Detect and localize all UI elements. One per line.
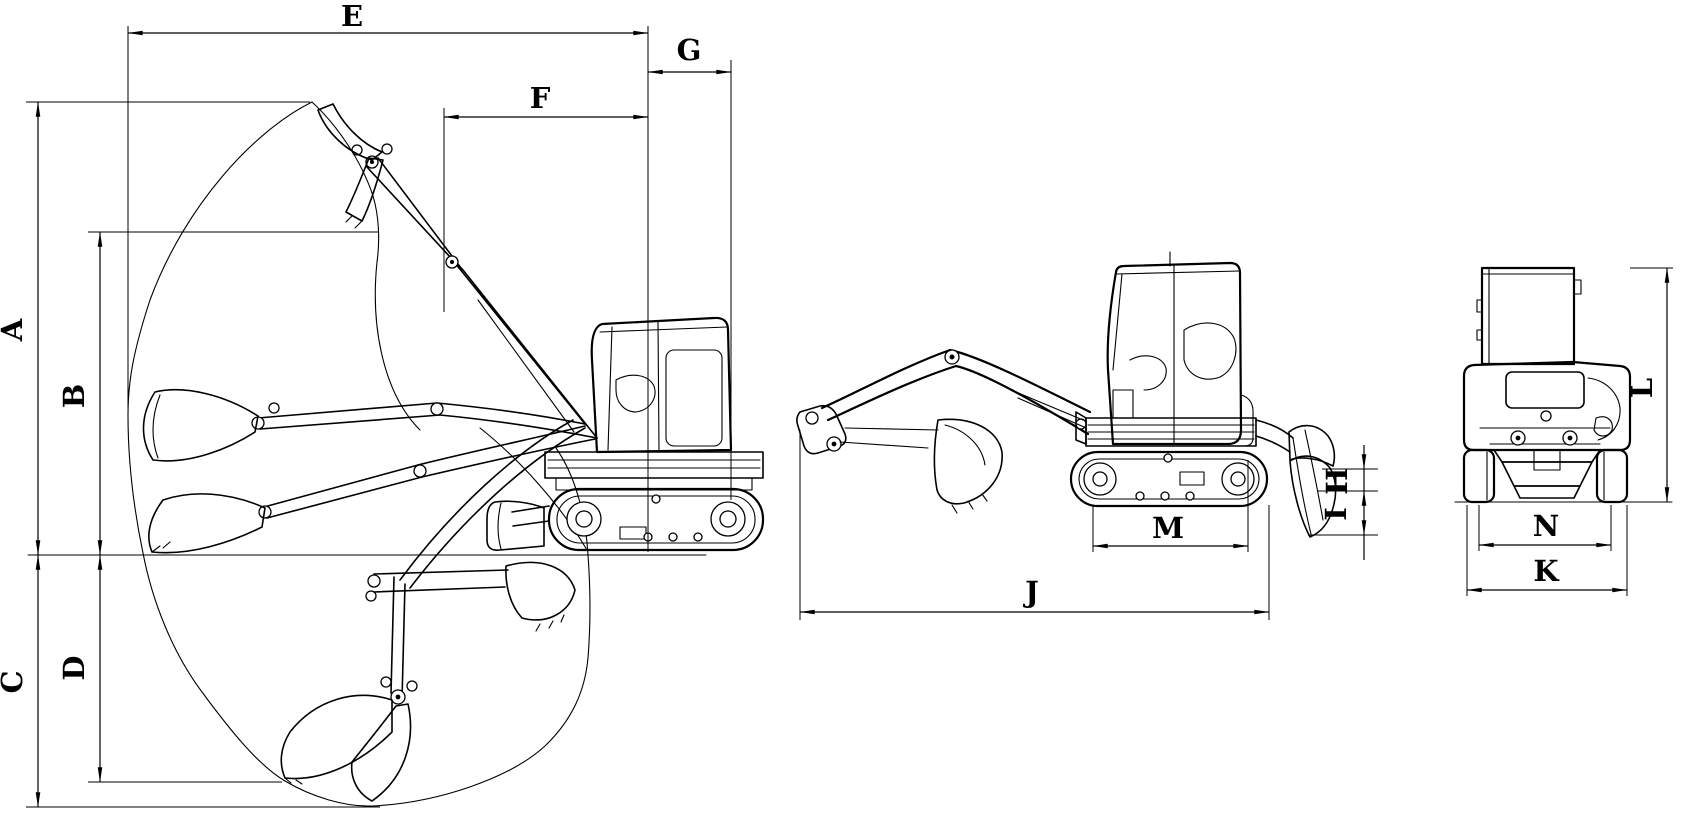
dimension-label-I: I xyxy=(1319,507,1353,521)
dimension-label-G: G xyxy=(677,33,702,67)
arm-position-raised xyxy=(317,103,598,439)
dimension-label-D: D xyxy=(57,655,91,680)
dimension-D: D xyxy=(57,554,282,783)
dimension-C: C xyxy=(0,554,380,808)
dimension-label-J: J xyxy=(1022,575,1039,609)
arm-position-mid-reach xyxy=(142,389,598,462)
arm-position-max-depth xyxy=(280,419,586,802)
arm-position-ground-reach xyxy=(148,425,596,554)
excavator-machine-transport xyxy=(796,251,1337,538)
dimension-K: K xyxy=(1466,505,1628,596)
excavator-machine-side xyxy=(486,316,765,552)
dimension-M: M xyxy=(1092,460,1249,552)
dimension-A: A xyxy=(0,101,310,556)
dimension-G: G xyxy=(647,33,732,500)
dimension-I: I xyxy=(1308,490,1378,560)
dimension-L: L xyxy=(1625,267,1673,503)
side-view: J M H I xyxy=(796,251,1378,620)
dimension-H: H xyxy=(1318,445,1378,495)
working-range-view: A B C D E F xyxy=(0,0,765,808)
dimension-label-L: L xyxy=(1625,378,1659,398)
arm-position-close-dig xyxy=(365,561,576,632)
dimension-label-K: K xyxy=(1533,554,1560,588)
excavator-machine-rear xyxy=(1454,266,1673,504)
dimension-label-C: C xyxy=(0,670,29,693)
dimension-label-N: N xyxy=(1533,509,1560,543)
dimension-label-H: H xyxy=(1320,467,1354,494)
dimension-N: N xyxy=(1478,505,1612,551)
dimension-label-M: M xyxy=(1152,511,1184,545)
dimension-label-B: B xyxy=(57,384,91,409)
dimension-B: B xyxy=(57,231,378,556)
rear-view: L N K xyxy=(1454,266,1673,596)
dimension-J: J xyxy=(799,430,1270,620)
dimension-label-A: A xyxy=(0,318,29,342)
dimension-E: E xyxy=(127,0,649,552)
dimension-F: F xyxy=(443,81,649,312)
dimension-label-E: E xyxy=(341,0,363,33)
dimension-label-F: F xyxy=(530,81,551,115)
